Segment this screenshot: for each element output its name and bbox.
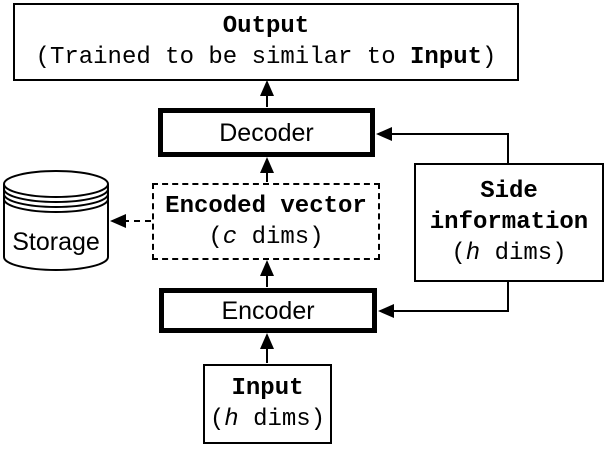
encoded-vector-dims-variable: c <box>222 223 238 251</box>
storage-cylinder-icon <box>3 170 109 271</box>
input-dims-variable: h <box>224 406 239 433</box>
encoded-vector-title: Encoded vector <box>165 192 367 220</box>
arrow-side-information-to-encoder <box>378 282 509 318</box>
arrow-encoder-to-encoded-vector <box>260 260 274 287</box>
encoder-box: Encoder <box>159 288 377 333</box>
side-information-dims: (h dims) <box>451 240 567 267</box>
input-title: Input <box>231 375 304 402</box>
storage-label: Storage <box>12 228 100 256</box>
output-box: Output (Trained to be similar to Input) <box>13 3 519 81</box>
decoder-label: Decoder <box>219 118 314 147</box>
output-title: Output <box>222 13 310 40</box>
input-dims: (h dims) <box>209 406 326 433</box>
side-information-box: Side information (h dims) <box>414 163 604 282</box>
input-box: Input (h dims) <box>203 364 332 444</box>
output-subtitle-suffix: ) <box>482 44 497 71</box>
arrow-encoded-vector-to-decoder <box>260 157 274 182</box>
output-subtitle-prefix: (Trained to be similar to <box>35 44 411 71</box>
arrow-side-information-to-decoder <box>376 127 509 163</box>
side-information-dims-variable: h <box>465 240 481 267</box>
side-information-title-line2: information <box>429 209 589 236</box>
output-subtitle-input-ref: Input <box>410 44 483 71</box>
arrow-input-to-encoder <box>260 333 274 363</box>
side-information-title-line1: Side <box>480 178 538 205</box>
decoder-box: Decoder <box>158 108 375 157</box>
encoder-label: Encoder <box>221 296 315 325</box>
arrow-encoded-vector-to-storage <box>110 214 151 228</box>
arrow-decoder-to-output <box>260 80 274 107</box>
encoded-vector-dims: (c dims) <box>208 223 324 251</box>
encoded-vector-box: Encoded vector (c dims) <box>152 183 380 260</box>
output-subtitle: (Trained to be similar to Input) <box>36 42 497 73</box>
